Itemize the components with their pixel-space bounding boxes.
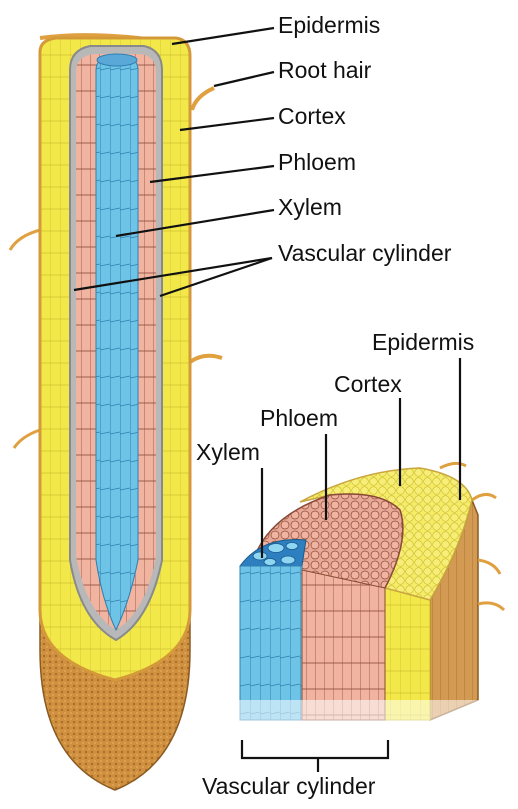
cs-xylem-front <box>240 566 302 720</box>
root-hair-3 <box>10 230 40 250</box>
xylem-top-cells <box>97 54 137 66</box>
cs-root-hair-3 <box>478 603 504 610</box>
cs-root-hair-2 <box>478 560 500 574</box>
label-phloem-top: Phloem <box>278 149 356 175</box>
cs-root-hair-4 <box>440 463 466 468</box>
root-hair-4 <box>190 356 222 362</box>
label-root-hair: Root hair <box>278 57 372 83</box>
leader-root-hair <box>214 72 274 86</box>
label-vascular-cylinder-bottom: Vascular cylinder <box>202 773 376 799</box>
vascular-cylinder-bracket <box>242 740 388 758</box>
cs-root-hair-1 <box>472 494 496 500</box>
leader-epidermis-top <box>172 28 274 44</box>
label-cortex-top: Cortex <box>278 103 346 129</box>
root-xylem <box>96 56 138 630</box>
leader-cortex-top <box>180 118 274 130</box>
label-cortex-cs: Cortex <box>334 371 402 397</box>
cs-bottom-fade <box>236 700 486 726</box>
cross-section <box>236 463 504 726</box>
longitudinal-root <box>10 35 222 790</box>
label-xylem-top: Xylem <box>278 194 342 220</box>
label-phloem-cs: Phloem <box>260 405 338 431</box>
label-epidermis-top: Epidermis <box>278 12 380 38</box>
root-hair-5 <box>14 430 40 448</box>
label-vascular-cylinder-top: Vascular cylinder <box>278 240 452 266</box>
cs-phloem-front <box>302 570 385 720</box>
root-hair-2 <box>192 88 214 110</box>
label-xylem-cs: Xylem <box>196 439 260 465</box>
label-epidermis-cs: Epidermis <box>372 329 474 355</box>
